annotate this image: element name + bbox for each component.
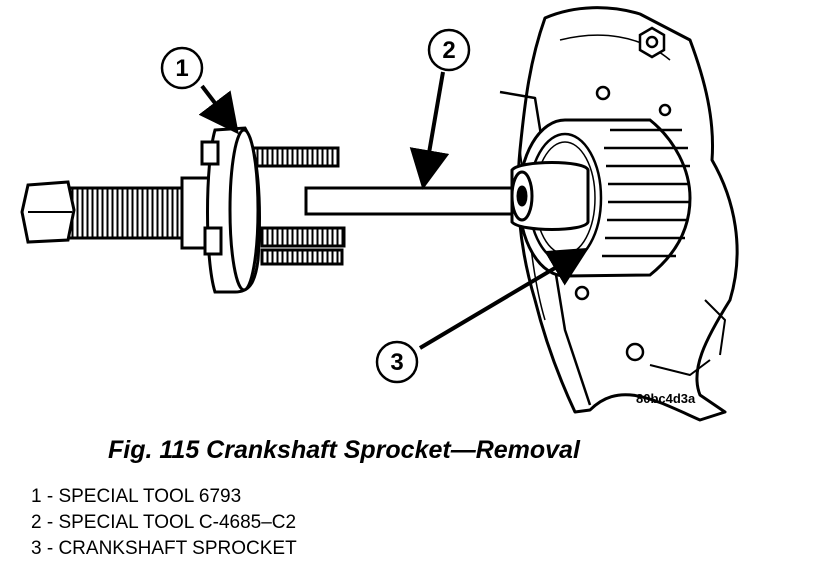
engine-bolt-icon: [574, 26, 672, 362]
image-code: 80bc4d3a: [636, 391, 696, 406]
callout-arrow-1: [198, 84, 239, 135]
callout-2-number: 2: [442, 37, 455, 64]
callout-1: 1: [160, 46, 204, 90]
callout-arrow-2: [409, 71, 450, 190]
callout-2: 2: [427, 28, 471, 72]
special-tool-2: [304, 161, 590, 231]
callout-1-number: 1: [175, 55, 188, 82]
legend-item: 3 - CRANKSHAFT SPROCKET: [31, 538, 297, 559]
callout-arrow-3: [418, 247, 589, 350]
legend: 1 - SPECIAL TOOL 6793 2 - SPECIAL TOOL C…: [31, 484, 297, 562]
callout-3: 3: [375, 340, 419, 384]
leader-arrows: [198, 71, 589, 350]
illustration: 1 2 3 80bc4d3a: [20, 6, 739, 422]
figure-caption: Fig. 115 Crankshaft Sprocket—Removal: [108, 436, 580, 464]
legend-item: 1 - SPECIAL TOOL 6793: [31, 486, 242, 507]
legend-item: 2 - SPECIAL TOOL C-4685–C2: [31, 512, 297, 533]
special-tool-1: [20, 126, 346, 294]
callout-3-number: 3: [390, 349, 403, 376]
